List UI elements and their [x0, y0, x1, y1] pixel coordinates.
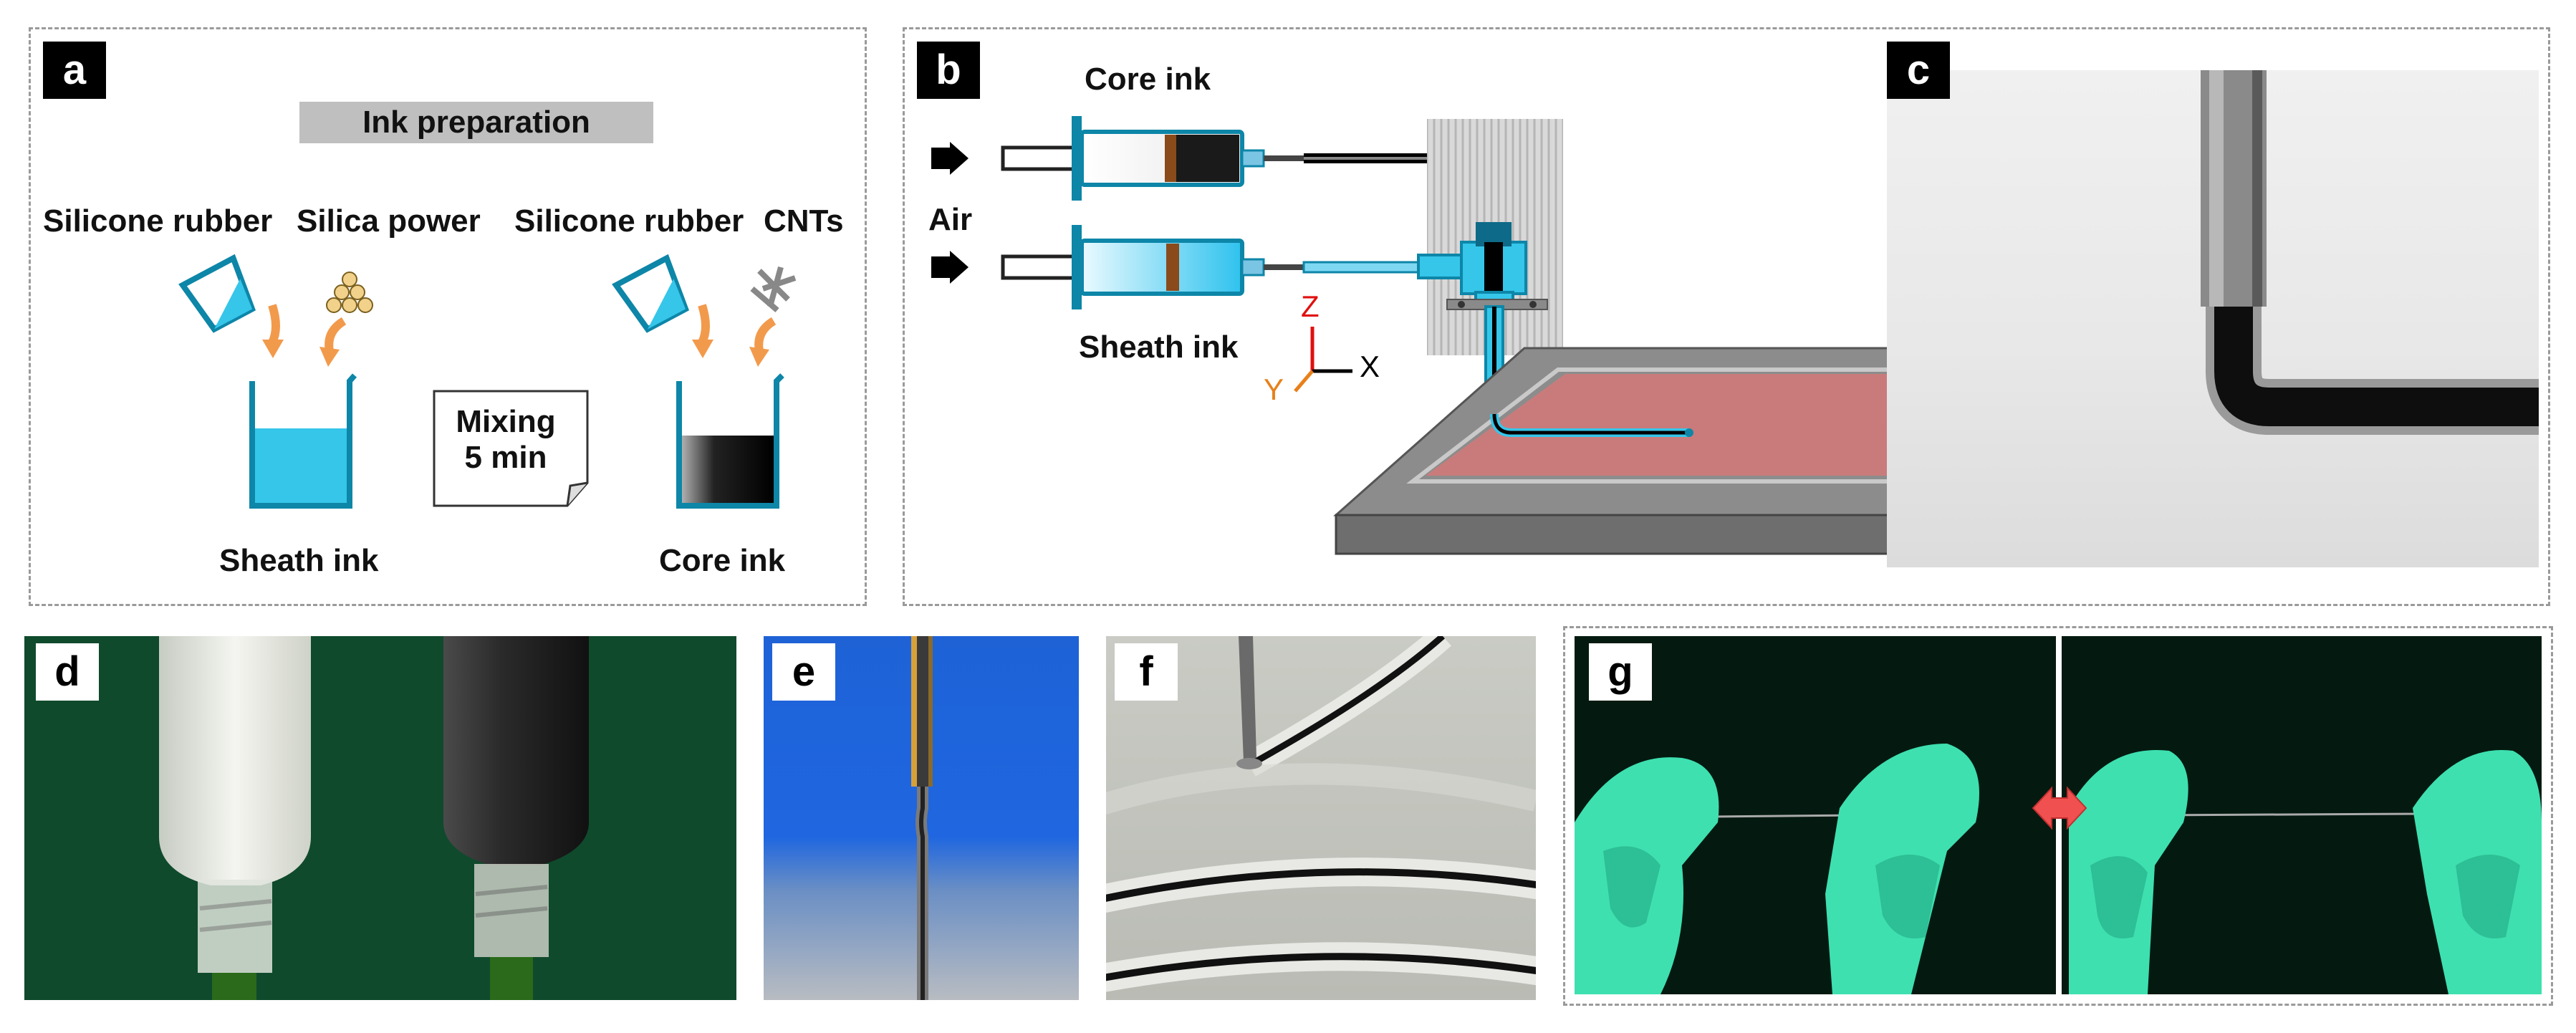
ingredient-cnts: CNTs — [764, 203, 844, 239]
mixing-text-line1: Mixing — [456, 404, 556, 439]
mixing-text-line2: 5 min — [464, 440, 547, 475]
photo-printed-filament — [1887, 70, 2539, 567]
panel-g-label: g — [1589, 643, 1652, 701]
ingredient-silica-power: Silica power — [297, 203, 481, 239]
silica-particles-icon — [326, 272, 373, 313]
panel-c-label: c — [1887, 42, 1950, 99]
ingredient-silicone-rubber-2: Silicone rubber — [514, 203, 744, 239]
sheath-syringe-icon — [1001, 225, 1420, 309]
pour-cup-icon — [178, 254, 256, 333]
core-syringe-icon — [1001, 116, 1499, 229]
ink-preparation-header — [299, 102, 653, 143]
panel-f-label: f — [1115, 643, 1178, 701]
cnt-tubes-icon — [750, 266, 797, 313]
double-arrow-icon — [2032, 786, 2087, 830]
photo-ink-syringes — [24, 636, 736, 1000]
air-label: Air — [928, 202, 973, 237]
curved-arrow-icon — [268, 304, 280, 345]
curved-arrow-head-icon — [262, 340, 284, 358]
ingredient-silicone-rubber-1: Silicone rubber — [43, 203, 273, 239]
axis-y-label: Y — [1264, 373, 1284, 406]
panel-a-icons — [178, 254, 797, 509]
air-arrow-icon — [931, 142, 969, 284]
panel-g-frame — [1563, 626, 2553, 1006]
panel-e-label: e — [772, 643, 835, 701]
pour-cup-icon — [612, 254, 689, 333]
core-ink-title: Core ink — [1085, 62, 1211, 97]
panel-a-frame — [29, 27, 867, 606]
mixing-note-icon — [433, 390, 589, 507]
core-beaker-icon — [676, 373, 784, 509]
ink-preparation-header-text: Ink preparation — [362, 105, 590, 140]
core-ink-label: Core ink — [659, 543, 786, 578]
sheath-ink-title: Sheath ink — [1079, 330, 1239, 365]
panel-bc-frame — [903, 27, 2550, 606]
photo-stretch-test — [1575, 636, 2542, 994]
panel-d-label: d — [36, 643, 99, 701]
photo-printed-spiral — [1106, 636, 1536, 1000]
panel-b-label: b — [917, 42, 980, 99]
axis-x-label: X — [1360, 350, 1380, 383]
panel-a-label: a — [43, 42, 106, 99]
sheath-ink-label: Sheath ink — [219, 543, 379, 578]
axis-z-label: Z — [1301, 289, 1320, 323]
axes-icon — [1294, 327, 1352, 393]
printer-schematic — [931, 116, 2252, 557]
sheath-beaker-icon — [249, 373, 357, 509]
